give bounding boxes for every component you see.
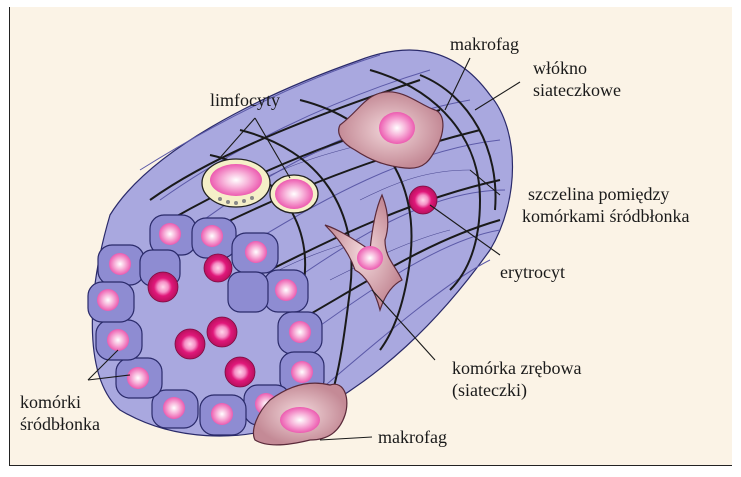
label-wlokno-line2: siateczkowe [533, 80, 621, 100]
label-makrofag-bottom: makrofag [378, 427, 447, 447]
label-wlokno-line1: włókno [533, 58, 587, 78]
label-szczelina-line1: szczelina pomiędzy [528, 184, 669, 204]
label-erytrocyt: erytrocyt [500, 262, 565, 282]
label-makrofag-top: makrofag [450, 34, 519, 54]
label-komorki-line2: śródbłonka [20, 414, 100, 434]
label-komorka-zrebowa-line2: (siateczki) [452, 380, 527, 401]
label-szczelina-line2: komórkami śródbłonka [522, 206, 689, 226]
label-limfocyty: limfocyty [210, 90, 280, 110]
label-komorki-line1: komórki [20, 392, 81, 412]
label-komorka-zrebowa-line1: komórka zrębowa [452, 358, 581, 378]
